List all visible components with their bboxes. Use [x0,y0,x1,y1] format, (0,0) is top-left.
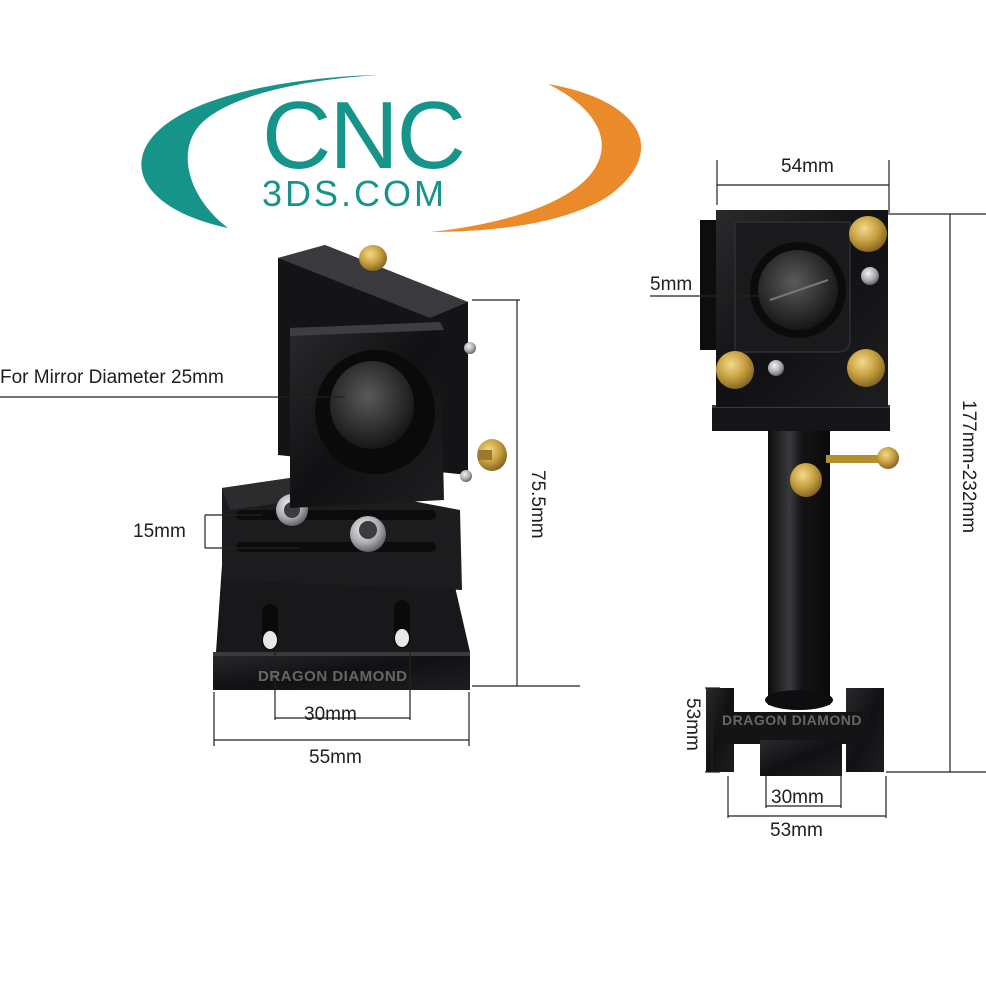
right-brand-mark: DRAGON DIAMOND [722,712,862,728]
base-height-53mm-label: 53mm [682,698,703,751]
right-dimension-lines [650,160,986,818]
top-width-54mm-label: 54mm [781,156,834,177]
right-mirror-label: 5mm [650,274,693,295]
right-mirror-mount [700,210,899,776]
left-brand-mark: DRAGON DIAMOND [258,668,408,685]
height-75-5mm-label: 75.5mm [527,470,548,539]
base-width-53mm-label: 53mm [770,820,823,841]
logo-main-text: CNC [262,82,466,189]
height-177-232mm-label: 177mm-232mm [958,400,979,534]
mirror-diameter-label: For Mirror Diameter 25mm [0,367,224,388]
logo-swoosh [141,75,642,232]
right-hole-spacing-30mm-label: 30mm [771,787,824,808]
logo-sub-text: 3DS.COM [262,173,448,214]
left-mirror-mount [213,245,507,690]
hole-spacing-30mm-label: 30mm [304,704,357,725]
left-dimension-lines [0,299,580,746]
slot-15mm-label: 15mm [133,521,186,542]
width-55mm-label: 55mm [309,747,362,768]
